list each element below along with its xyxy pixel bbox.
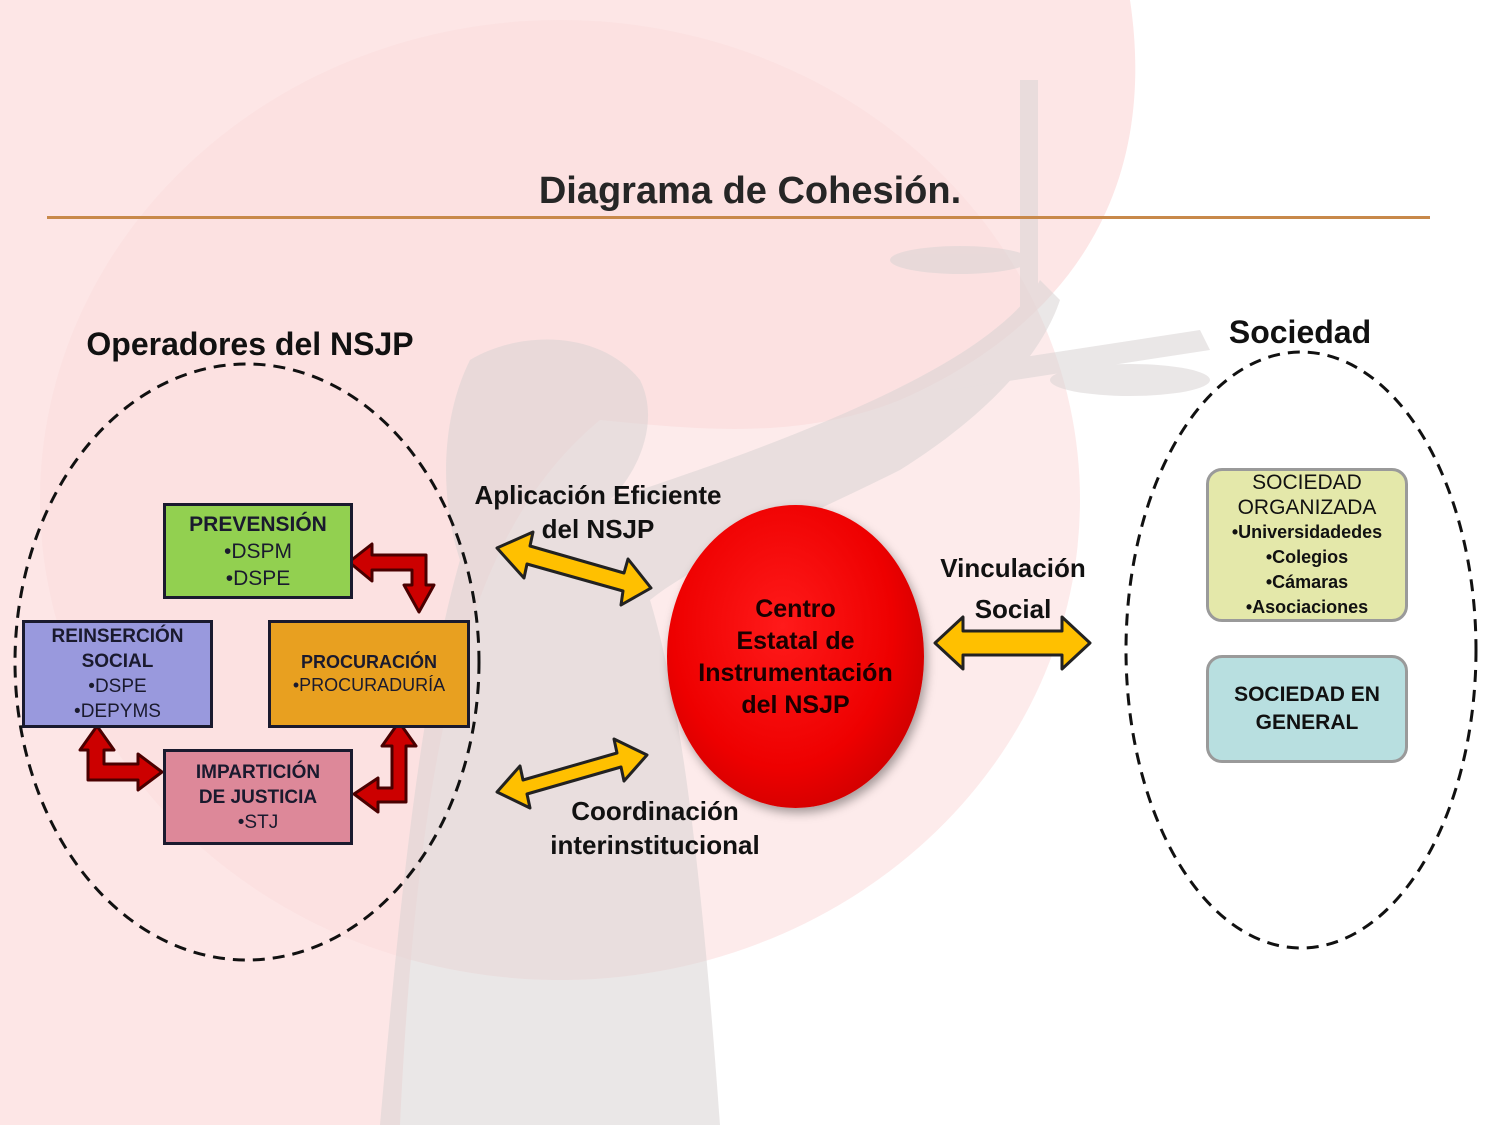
organizada-item: •Cámaras bbox=[1265, 572, 1349, 592]
organizada-title: SOCIEDAD bbox=[1252, 471, 1362, 494]
organizada-item: •Asociaciones bbox=[1245, 597, 1369, 617]
prevencion-item: •DSPM bbox=[223, 539, 293, 563]
imparticion-title: IMPARTICIÓN bbox=[195, 761, 321, 783]
procuracion-title: PROCURACIÓN bbox=[300, 652, 437, 672]
imparticion-item: •STJ bbox=[237, 811, 279, 833]
aplicacion-label-line: del NSJP bbox=[541, 514, 655, 544]
sociedad-organizada-box: SOCIEDAD ORGANIZADA •Universidadedes •Co… bbox=[1206, 468, 1408, 622]
centro-line: del NSJP bbox=[741, 690, 850, 719]
aplicacion-label-line: Aplicación Eficiente bbox=[474, 480, 722, 510]
prevencion-item: •DSPE bbox=[225, 566, 291, 590]
centro-line: Estatal de bbox=[736, 626, 855, 655]
vinculacion-label: Vinculación Social bbox=[913, 548, 1113, 630]
imparticion-title: DE JUSTICIA bbox=[198, 786, 318, 808]
aplicacion-label: Aplicación Eficiente del NSJP bbox=[448, 478, 748, 546]
vinculacion-label-line: Vinculación bbox=[940, 553, 1086, 583]
operadores-ellipse bbox=[13, 362, 481, 962]
sociedad-general-box: SOCIEDAD EN GENERAL bbox=[1206, 655, 1408, 763]
imparticion-box: IMPARTICIÓN DE JUSTICIA •STJ bbox=[163, 749, 353, 845]
coordinacion-label-line: interinstitucional bbox=[550, 830, 760, 860]
procuracion-box: PROCURACIÓN •PROCURADURÍA bbox=[268, 620, 470, 728]
reinsercion-item: •DEPYMS bbox=[74, 701, 161, 722]
organizada-item: •Colegios bbox=[1265, 547, 1349, 567]
centro-line: Centro bbox=[755, 594, 836, 623]
prev-to-proc-arrow bbox=[347, 542, 436, 614]
sociedad-ellipse bbox=[1124, 350, 1478, 950]
operadores-label: Operadores del NSJP bbox=[86, 326, 414, 362]
centro-line: Instrumentación bbox=[698, 658, 893, 687]
title-underline bbox=[47, 216, 1430, 219]
procuracion-item: •PROCURADURÍA bbox=[292, 675, 446, 695]
sociedad-label: Sociedad bbox=[1228, 314, 1372, 350]
prevencion-box: PREVENSIÓN •DSPM •DSPE bbox=[163, 503, 353, 599]
vinculacion-label-line: Social bbox=[974, 594, 1052, 624]
reinsercion-item: •DSPE bbox=[88, 676, 147, 697]
prevencion-title: PREVENSIÓN bbox=[189, 512, 327, 536]
vinculacion-double-arrow bbox=[933, 615, 1092, 671]
coordinacion-label: Coordinación interinstitucional bbox=[505, 794, 805, 862]
centro-estatal-node: Centro Estatal de Instrumentación del NS… bbox=[667, 505, 924, 808]
impart-to-proc-arrow bbox=[352, 720, 418, 814]
reinsercion-title: REINSERCIÓN bbox=[51, 626, 184, 647]
coordinacion-double-arrow bbox=[495, 737, 649, 810]
general-title: GENERAL bbox=[1255, 711, 1359, 734]
page-title: Diagrama de Cohesión. bbox=[538, 170, 962, 212]
organizada-item: •Universidadedes bbox=[1231, 522, 1383, 542]
general-title: SOCIEDAD EN bbox=[1234, 683, 1380, 706]
impart-to-reins-arrow bbox=[78, 724, 164, 792]
coordinacion-label-line: Coordinación bbox=[571, 796, 739, 826]
organizada-title: ORGANIZADA bbox=[1237, 496, 1377, 519]
reinsercion-title: SOCIAL bbox=[81, 651, 154, 672]
aplicacion-double-arrow bbox=[495, 530, 653, 607]
reinsercion-box: REINSERCIÓN SOCIAL •DSPE •DEPYMS bbox=[22, 620, 213, 728]
